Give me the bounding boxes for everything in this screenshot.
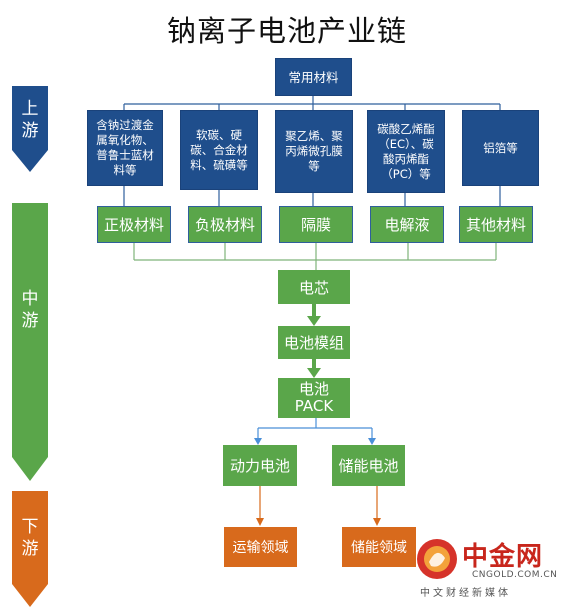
raw-material-electrolyte: 碳酸乙烯酯（EC）、碳酸丙烯酯（PC）等 (367, 110, 445, 193)
diagram-title: 钠离子电池产业链 (166, 14, 407, 48)
common-materials-box: 常用材料 (275, 58, 352, 96)
logo-en-text: CNGOLD.COM.CN (472, 570, 558, 580)
midstream-stage-arrow (12, 203, 48, 481)
downstream-label: 下 游 (21, 517, 39, 559)
storage-battery-box: 储能电池 (332, 445, 405, 486)
battery-pack-box: 电池 PACK (278, 378, 350, 418)
battery-cell-box: 电芯 (278, 270, 350, 304)
raw-material-cathode: 含钠过渡金属氧化物、普鲁士蓝材料等 (87, 110, 163, 186)
raw-material-other: 铝箔等 (462, 110, 539, 186)
component-electrolyte: 电解液 (370, 206, 444, 243)
midstream-label: 中 游 (21, 289, 39, 331)
storage-application-box: 储能领域 (342, 527, 416, 567)
battery-module-box: 电池模组 (278, 326, 350, 359)
logo-cn-text: 中金网 (462, 542, 544, 572)
power-battery-box: 动力电池 (223, 445, 297, 486)
transport-application-box: 运输领域 (224, 527, 297, 567)
arrow-head (256, 518, 264, 526)
component-cathode: 正极材料 (97, 206, 171, 243)
upstream-stage-arrow (12, 86, 48, 172)
arrow-head (307, 316, 321, 326)
component-other: 其他材料 (459, 206, 533, 243)
raw-material-separator: 聚乙烯、聚丙烯微孔膜等 (275, 110, 353, 193)
component-anode: 负极材料 (188, 206, 262, 243)
downstream-stage-arrow (12, 491, 48, 607)
arrow-head (373, 518, 381, 526)
arrow-head (368, 438, 376, 445)
logo-subtitle: 中文财经新媒体 (420, 588, 511, 599)
arrow-head (307, 368, 321, 378)
raw-material-anode: 软碳、硬碳、合金材料、硫磺等 (180, 110, 258, 190)
cngold-logo-icon (416, 538, 458, 580)
component-separator: 隔膜 (279, 206, 353, 243)
upstream-label: 上 游 (21, 99, 39, 141)
arrow-head (254, 438, 262, 445)
